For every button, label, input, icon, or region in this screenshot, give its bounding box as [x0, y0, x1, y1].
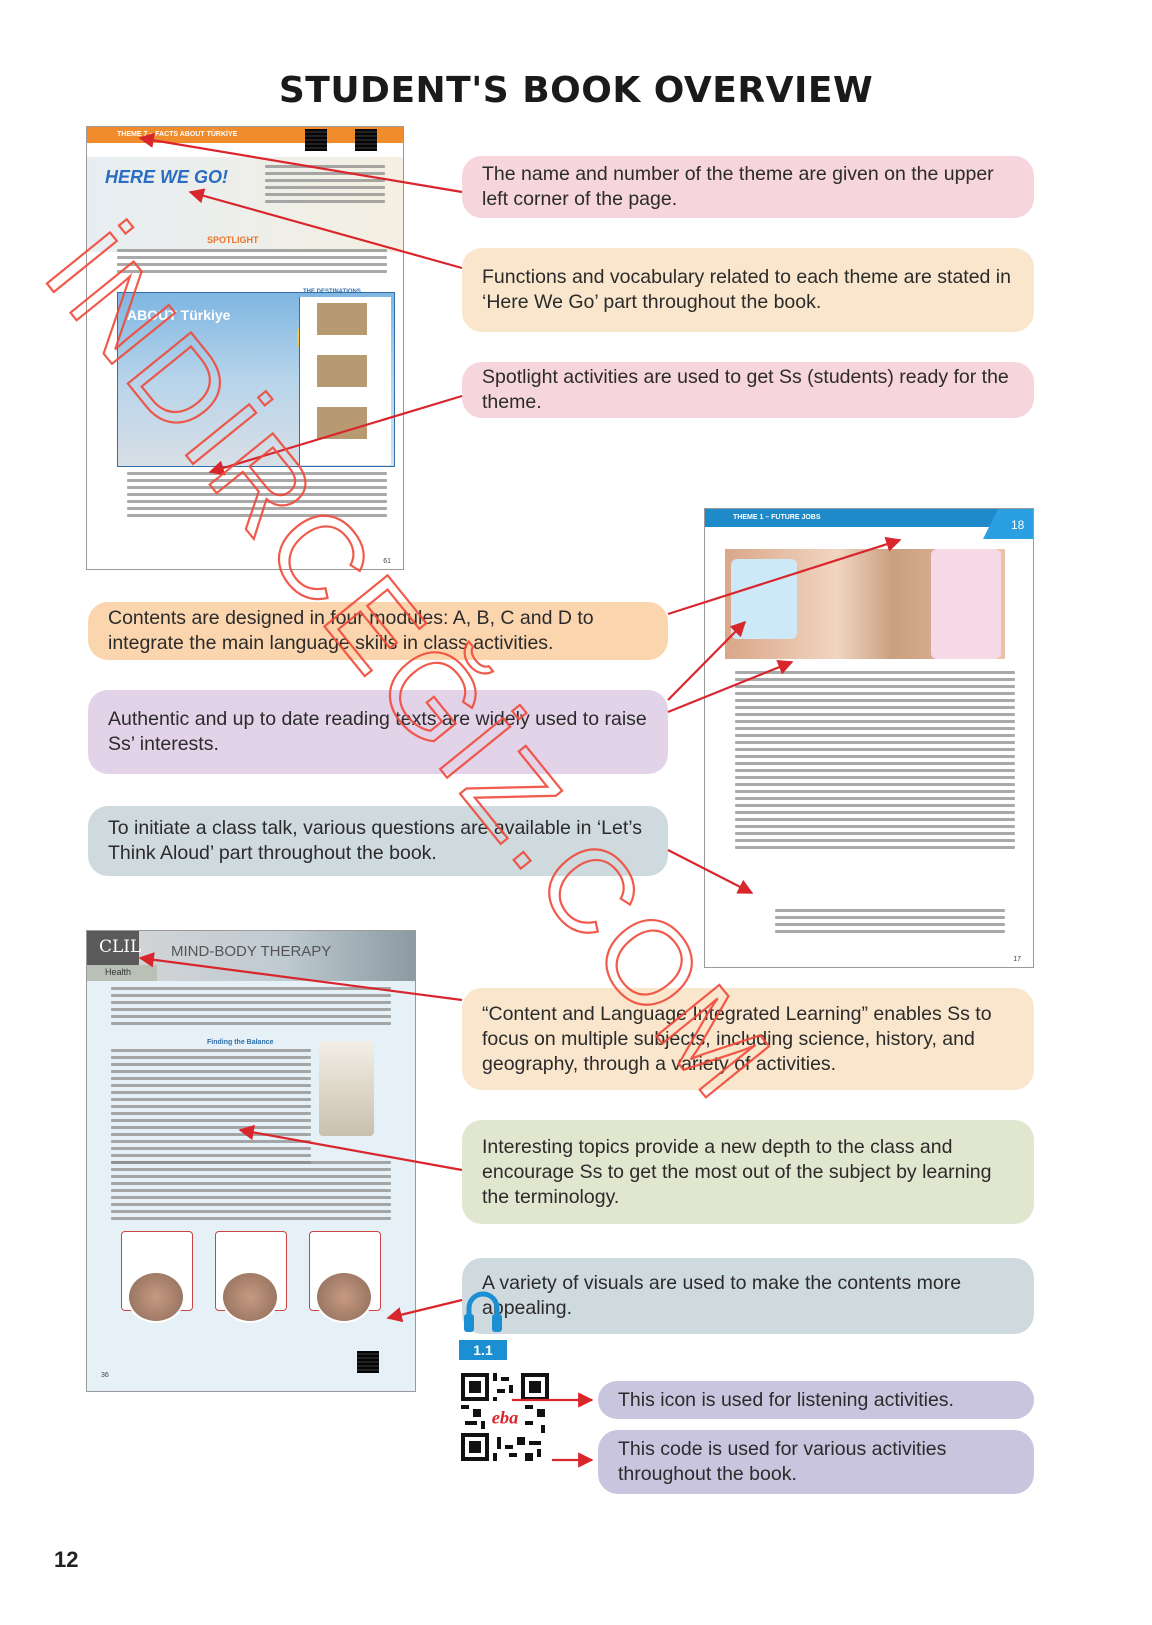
reading-text-bubble	[731, 559, 797, 639]
story-image	[221, 1271, 279, 1323]
page-number: 17	[1013, 956, 1021, 963]
destination-image	[317, 407, 367, 439]
about-heading: ABOUT Türkiye	[127, 307, 231, 323]
story-image	[315, 1271, 373, 1323]
functions-list	[265, 165, 385, 207]
callout-text: Spotlight activities are used to get Ss …	[482, 366, 1009, 413]
qr-icon	[305, 129, 327, 151]
here-we-go-heading: HERE WE GO!	[105, 167, 229, 187]
spotlight-heading: SPOTLIGHT	[207, 235, 259, 245]
vocabulary-exercise	[111, 1161, 391, 1224]
thumbnail-theme-7-page: THEME 7 – FACTS ABOUT TÜRKİYE HERE WE GO…	[86, 126, 404, 570]
true-false-items	[127, 472, 387, 521]
callout-text: Contents are designed in four modules: A…	[108, 607, 594, 654]
reading-subheading: Finding the Balance	[207, 1039, 274, 1046]
page-number: 36	[101, 1372, 109, 1379]
callout-text: The name and number of the theme are giv…	[482, 163, 994, 210]
balance-stones-image	[319, 1041, 374, 1136]
svg-text:eba: eba	[492, 1407, 519, 1427]
page-number: 61	[383, 558, 391, 565]
callout-text: This icon is used for listening activiti…	[618, 1388, 954, 1411]
spotlight-questions	[117, 249, 387, 277]
callout-reading-texts: Authentic and up to date reading texts a…	[88, 690, 668, 774]
callout-text: Authentic and up to date reading texts a…	[108, 708, 647, 755]
callout-visuals: A variety of visuals are used to make th…	[462, 1258, 1034, 1334]
headphones-icon	[459, 1284, 507, 1345]
story-image	[127, 1271, 185, 1323]
callout-think-aloud: To initiate a class talk, various questi…	[88, 806, 668, 876]
thumbnail-theme-1-page: THEME 1 – FUTURE JOBS 18 17	[704, 508, 1034, 968]
qr-icon	[355, 129, 377, 151]
callout-text: To initiate a class talk, various questi…	[108, 817, 643, 864]
callout-text: A variety of visuals are used to make th…	[482, 1272, 962, 1319]
callout-here-we-go: Functions and vocabulary related to each…	[462, 248, 1034, 332]
callout-text: This code is used for various activities…	[618, 1438, 947, 1485]
destinations-heading: THE DESTINATIONS	[303, 289, 361, 295]
clil-label: CLIL	[87, 931, 141, 965]
callout-topics: Interesting topics provide a new depth t…	[462, 1120, 1034, 1224]
callout-contents-modules: Contents are designed in four modules: A…	[88, 602, 668, 660]
callout-spotlight: Spotlight activities are used to get Ss …	[462, 362, 1034, 418]
callout-text: Interesting topics provide a new depth t…	[482, 1135, 992, 1208]
destination-image	[317, 355, 367, 387]
qr-code-icon: eba	[461, 1373, 549, 1466]
clil-heading: MIND-BODY THERAPY	[171, 943, 332, 960]
page-number: 12	[54, 1547, 79, 1572]
callout-qr-code: This code is used for various activities…	[598, 1430, 1034, 1494]
reading-passage	[111, 1049, 311, 1168]
destination-image	[317, 303, 367, 335]
reading-text-bubble	[931, 549, 1001, 659]
comprehension-questions	[735, 671, 1015, 853]
callout-text: Functions and vocabulary related to each…	[482, 266, 1011, 313]
track-number-label: 1.1	[459, 1340, 507, 1360]
thumbnail-clil-page: CLIL Health MIND-BODY THERAPY Finding th…	[86, 930, 416, 1392]
callout-theme-name: The name and number of the theme are giv…	[462, 156, 1034, 218]
theme-bar: THEME 1 – FUTURE JOBS	[705, 509, 1033, 527]
page-title: STUDENT'S BOOK OVERVIEW	[278, 70, 874, 111]
subject-tag: Health	[87, 965, 157, 981]
callout-listening-icon: This icon is used for listening activiti…	[598, 1381, 1034, 1419]
qr-icon	[357, 1351, 379, 1373]
callout-text: “Content and Language Integrated Learnin…	[482, 1002, 992, 1075]
callout-clil: “Content and Language Integrated Learnin…	[462, 988, 1034, 1090]
discussion-questions	[111, 987, 391, 1029]
lets-think-aloud-section	[775, 909, 1005, 937]
